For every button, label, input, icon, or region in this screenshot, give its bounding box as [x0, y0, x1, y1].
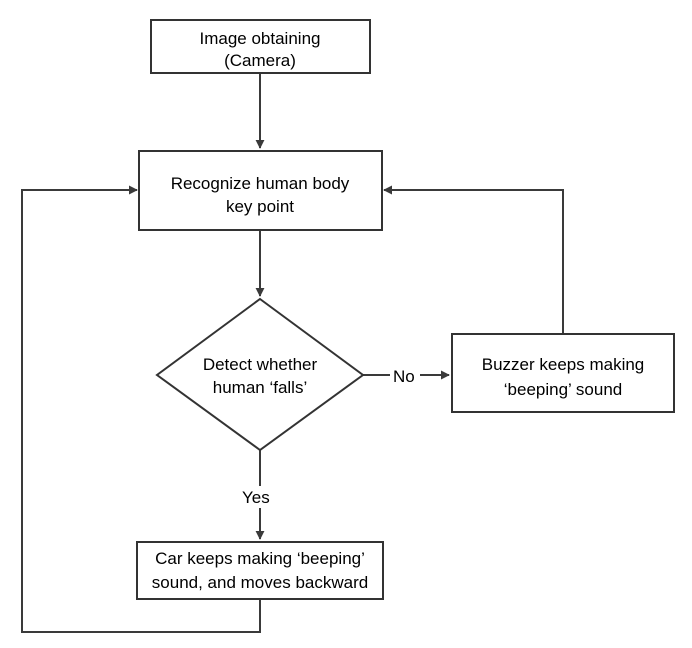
- node-buzzer-line1: Buzzer keeps making: [482, 355, 645, 374]
- node-recognize-line2: key point: [226, 197, 294, 216]
- node-car-line2: sound, and moves backward: [152, 573, 368, 592]
- node-buzzer: Buzzer keeps making ‘beeping’ sound: [451, 333, 675, 413]
- edge-label-no-bg: [390, 364, 420, 386]
- edge-label-no: No: [393, 367, 415, 386]
- node-detect: Detect whether human ‘falls’: [155, 297, 365, 452]
- edge-label-yes-bg: [238, 486, 278, 508]
- node-image-obtaining-line1: Image obtaining: [200, 29, 321, 48]
- node-recognize-line1: Recognize human body: [171, 174, 350, 193]
- node-detect-line1: Detect whether: [203, 355, 318, 374]
- node-detect-line2: human ‘falls’: [213, 378, 308, 397]
- node-recognize: Recognize human body key point: [138, 150, 383, 231]
- node-car-line1: Car keeps making ‘beeping’: [155, 549, 365, 568]
- node-image-obtaining: Image obtaining (Camera): [150, 19, 371, 74]
- edge-label-yes: Yes: [242, 488, 270, 507]
- edge-buzzer-to-recognize: [383, 185, 564, 334]
- node-image-obtaining-line2: (Camera): [224, 51, 296, 70]
- node-car: Car keeps making ‘beeping’ sound, and mo…: [136, 541, 384, 600]
- edge-car-to-recognize: [21, 185, 261, 633]
- node-buzzer-line2: ‘beeping’ sound: [504, 380, 622, 399]
